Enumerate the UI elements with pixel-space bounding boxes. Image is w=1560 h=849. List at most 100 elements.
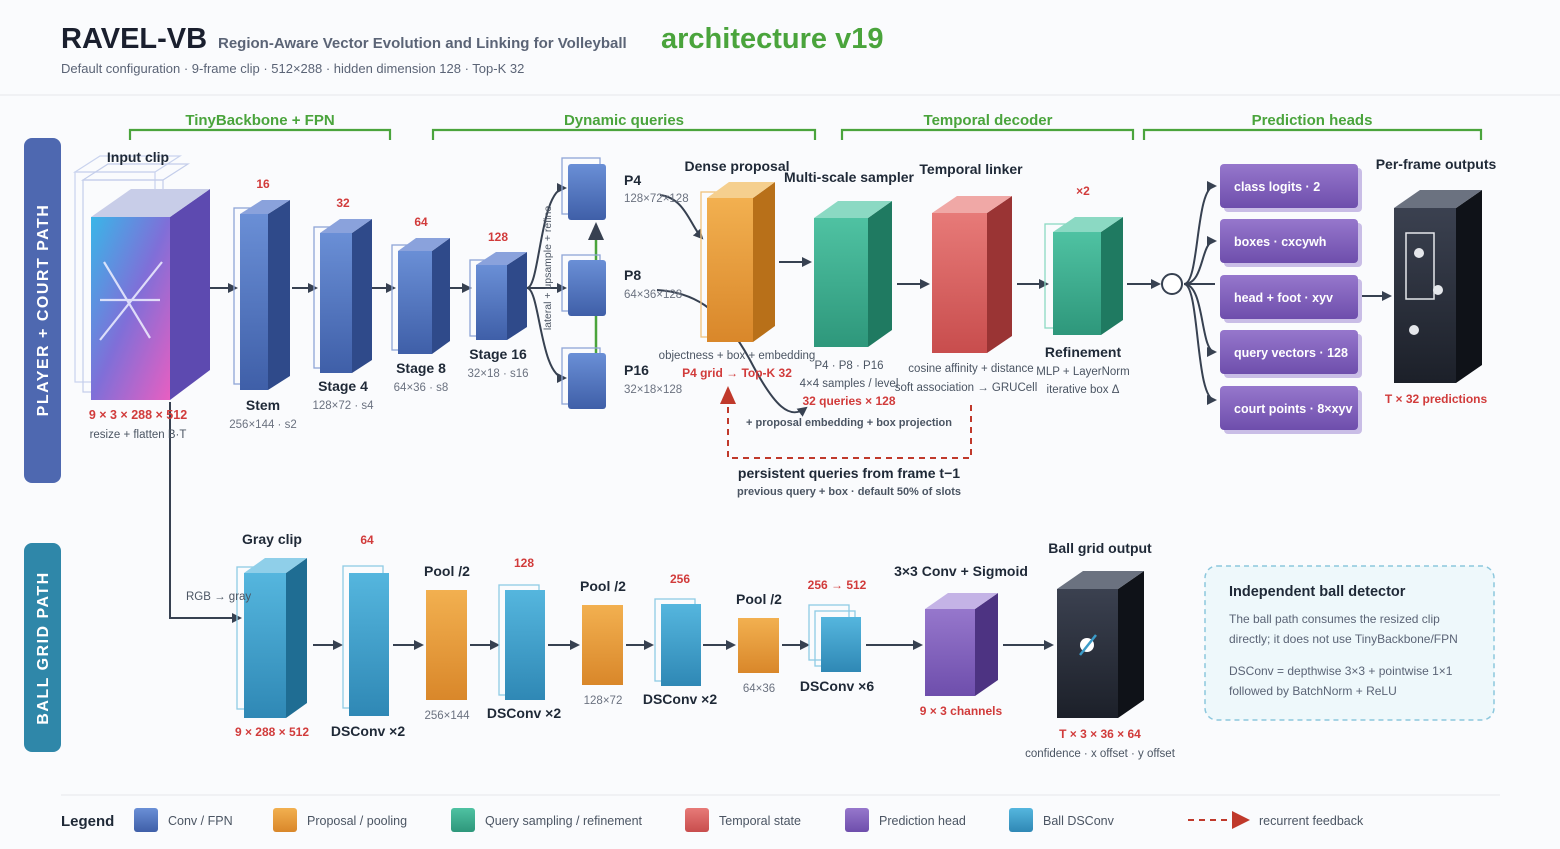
svg-text:class logits · 2: class logits · 2 (1234, 180, 1320, 194)
sampler-levels: P4 · P8 · P16 (814, 360, 883, 372)
sampler-note: 4×4 samples / level (800, 378, 899, 390)
stage16-dim: 32×18 · s16 (467, 368, 528, 380)
p4-dim: 128×72×128 (624, 193, 689, 205)
dsconv3-channels: 256 (670, 572, 690, 586)
legend-swatch-head (845, 808, 869, 832)
dsconv4-block (808, 604, 861, 672)
header: RAVEL-VB Region-Aware Vector Evolution a… (0, 23, 1560, 96)
top-arrows (169, 181, 1392, 623)
p4-label: P4 (624, 172, 641, 188)
legend: Legend Conv / FPN Proposal / pooling Que… (61, 808, 1364, 832)
group-label-temporal: Temporal decoder (924, 112, 1053, 129)
feedback-sub: previous query + box · default 50% of sl… (737, 486, 961, 498)
ball-path-banner: BALL GRID PATH (24, 543, 61, 752)
legend-feedback-arrow-icon (1232, 811, 1250, 829)
stage8-channels: 64 (414, 215, 428, 229)
input-shape: 9 × 3 × 288 × 512 (89, 408, 187, 422)
refinement-times: ×2 (1076, 184, 1090, 198)
linker-note1: cosine affinity + distance (908, 363, 1033, 375)
ball-detector-line3: DSConv = depthwise 3×3 + pointwise 1×1 (1229, 664, 1453, 678)
prediction-heads: class logits · 2 boxes · cxcywh head + f… (1220, 164, 1362, 434)
config-caption: Default configuration · 9-frame clip · 5… (61, 61, 524, 76)
refinement-note2: iterative box Δ (1047, 384, 1120, 396)
p16-label: P16 (624, 362, 649, 378)
input-clip-block (72, 155, 210, 400)
p8-dim: 64×36×128 (624, 289, 682, 301)
dsconv2-label: DSConv ×2 (487, 705, 562, 721)
legend-swatch-ball (1009, 808, 1033, 832)
input-clip-label: Input clip (107, 149, 169, 165)
stem-label: Stem (246, 397, 280, 413)
legend-swatch-temporal (685, 808, 709, 832)
linker-label: Temporal linker (919, 161, 1023, 177)
feedback-label: persistent queries from frame t−1 (738, 465, 960, 481)
ball-path-label: BALL GRID PATH (35, 571, 52, 724)
legend-swatch-query (451, 808, 475, 832)
input-note: resize + flatten B·T (90, 429, 187, 441)
legend-ball: Ball DSConv (1043, 814, 1115, 828)
head-class-logits: class logits · 2 (1220, 164, 1362, 212)
refinement-block (1044, 217, 1123, 335)
dsconv1-block (342, 565, 389, 716)
stage8-label: Stage 8 (396, 360, 446, 376)
dense-proposal-note: objectness + box + embedding (659, 350, 816, 362)
dsconv1-label: DSConv ×2 (331, 723, 406, 739)
stage4-label: Stage 4 (318, 378, 368, 394)
ball-detector-info-box: Independent ball detector The ball path … (1204, 565, 1495, 721)
gray-clip-block (236, 558, 307, 718)
ball-offset-icon (1079, 634, 1097, 656)
pool3-dim: 64×36 (743, 683, 775, 695)
ball-grid-label: Ball grid output (1048, 540, 1152, 556)
stem-dim: 256×144 · s2 (229, 419, 296, 431)
head-boxes: boxes · cxcywh (1220, 219, 1362, 267)
pool2-label: Pool /2 (580, 578, 626, 594)
stage4-dim: 128×72 · s4 (312, 400, 374, 412)
legend-head: Prediction head (879, 814, 966, 828)
outputs-count: T × 32 predictions (1385, 392, 1488, 406)
gray-clip-channels: 64 (360, 533, 374, 547)
pool3-block (738, 618, 779, 673)
legend-conv: Conv / FPN (168, 814, 233, 828)
stem-channels: 16 (256, 177, 270, 191)
legend-proposal: Proposal / pooling (307, 814, 407, 828)
p4-block (561, 157, 606, 220)
sampler-queries: 32 queries × 128 (802, 394, 895, 408)
gray-clip-shape: 9 × 288 × 512 (235, 725, 309, 739)
ball-detector-title: Independent ball detector (1229, 584, 1406, 600)
legend-feedback: recurrent feedback (1259, 814, 1364, 828)
head-keypoints: head + foot · xyv (1220, 275, 1362, 323)
dsconv2-channels: 128 (514, 556, 534, 570)
svg-text:query vectors · 128: query vectors · 128 (1234, 346, 1348, 360)
dsconv3-label: DSConv ×2 (643, 691, 718, 707)
legend-temporal: Temporal state (719, 814, 801, 828)
group-label-heads: Prediction heads (1252, 112, 1373, 129)
svg-text:court points · 8×xyv: court points · 8×xyv (1234, 402, 1352, 416)
stage16-block (469, 252, 527, 340)
refinement-note1: MLP + LayerNorm (1036, 366, 1129, 378)
ball-detector-line4: followed by BatchNorm + ReLU (1229, 684, 1397, 698)
legend-swatch-conv (134, 808, 158, 832)
ball-detector-line2: directly; it does not use TinyBackbone/F… (1229, 632, 1458, 646)
ball-grid-note: confidence · x offset · y offset (1025, 748, 1176, 760)
p16-block (561, 347, 606, 409)
dense-proposal-block (700, 182, 775, 342)
conv-sigmoid-channels: 9 × 3 channels (920, 704, 1003, 718)
linker-note2: soft association → GRUCell (895, 382, 1038, 394)
ball-detector-line1: The ball path consumes the resized clip (1229, 612, 1440, 626)
p8-block (561, 254, 606, 316)
fpn-note: lateral + upsample + refine (542, 206, 554, 330)
stem-block (233, 200, 290, 390)
p8-label: P8 (624, 267, 641, 283)
version-label: architecture v19 (661, 23, 883, 55)
multi-scale-sampler-block (814, 201, 892, 347)
stage8-block (391, 238, 450, 354)
recurrent-feedback-loop (720, 386, 972, 459)
stage16-channels: 128 (488, 230, 508, 244)
bracket-temporal (840, 128, 1135, 140)
refinement-label: Refinement (1045, 344, 1122, 360)
diagram-subtitle: Region-Aware Vector Evolution and Linkin… (218, 35, 627, 52)
legend-title: Legend (61, 813, 114, 830)
temporal-linker-block (932, 196, 1012, 353)
pool3-label: Pool /2 (736, 591, 782, 607)
merge-node (1161, 273, 1183, 295)
